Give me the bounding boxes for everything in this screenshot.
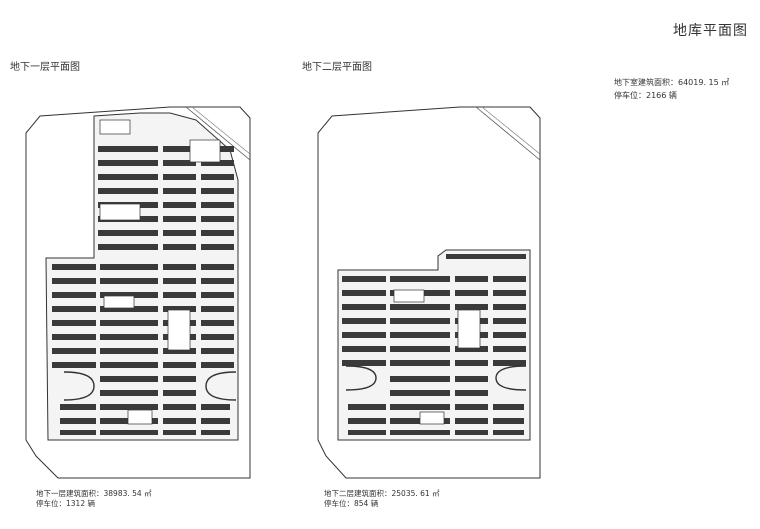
road-line-b1 <box>185 106 251 161</box>
plan-label-b1: 地下一层平面图 <box>10 62 80 73</box>
summary-block: 地下室建筑面积：64019. 15 ㎡ 停车位：2166 辆 <box>614 76 729 102</box>
stats-b1: 地下一层建筑面积：38983. 54 ㎡ 停车位：1312 辆 <box>36 489 152 509</box>
plan-label-b2: 地下二层平面图 <box>302 62 372 73</box>
page-title: 地库平面图 <box>673 23 748 39</box>
summary-area: 地下室建筑面积：64019. 15 ㎡ <box>614 78 730 87</box>
ramps-b1 <box>63 371 237 401</box>
parking-b1: 停车位：1312 辆 <box>36 499 95 508</box>
stats-b2: 地下二层建筑面积：25035. 61 ㎡ 停车位：854 辆 <box>324 489 440 509</box>
area-b1: 地下一层建筑面积：38983. 54 ㎡ <box>36 489 152 498</box>
summary-parking: 停车位：2166 辆 <box>614 91 677 100</box>
parking-b2: 停车位：854 辆 <box>324 499 379 508</box>
area-b2: 地下二层建筑面积：25035. 61 ㎡ <box>324 489 440 498</box>
parking-rows-b1 <box>52 146 234 435</box>
basement-outline-b1 <box>45 112 239 441</box>
site-boundary-b1 <box>25 106 251 479</box>
